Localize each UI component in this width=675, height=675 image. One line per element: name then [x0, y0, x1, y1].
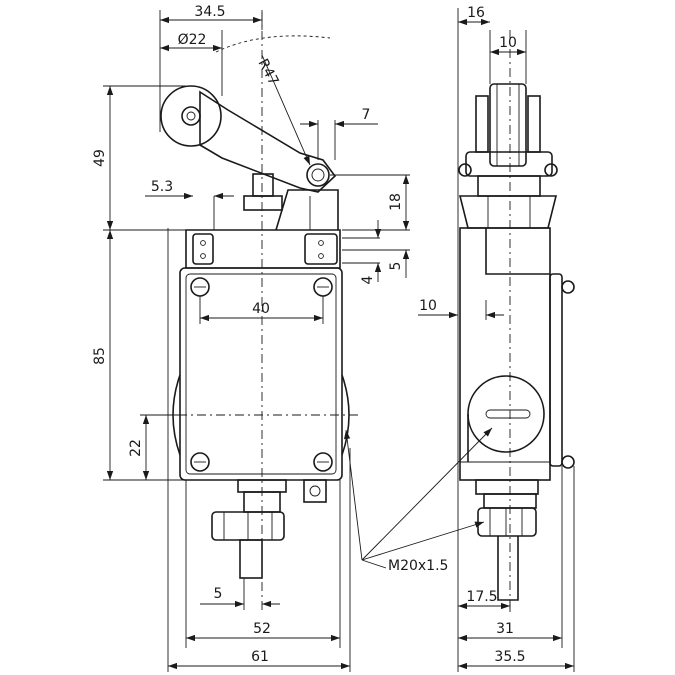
side-lever-base: [477, 175, 541, 197]
dim-61: 61: [251, 649, 269, 665]
roller-pin: [186, 111, 196, 121]
side-body: [459, 227, 551, 481]
dim-7: 7: [362, 107, 371, 123]
dim-34-5: 34.5: [194, 4, 225, 20]
dim-5-bottom: 5: [214, 586, 223, 602]
corner-screws: [190, 277, 333, 472]
dim-22: 22: [128, 439, 144, 457]
head-slot-right: [304, 233, 338, 265]
side-gland-body: [477, 507, 537, 537]
screw: [313, 452, 333, 472]
side-roller: [489, 83, 527, 167]
thread-label: M20x1.5: [388, 558, 448, 574]
dim-17-5: 17.5: [466, 589, 497, 605]
thread-callout: M20x1.5: [343, 427, 493, 574]
side-view: [458, 30, 575, 612]
dim-85: 85: [92, 347, 108, 365]
ground-terminal: [303, 479, 327, 503]
roller-outer: [160, 85, 222, 147]
dim-5: 5: [388, 262, 404, 271]
side-cap-right: [341, 374, 350, 456]
dim-5-3: 5.3: [151, 179, 173, 195]
side-fork-right: [527, 95, 541, 153]
r47-arc: [215, 35, 331, 53]
dim-r47: R47: [254, 56, 281, 88]
head-slot-left: [192, 233, 214, 265]
slot-dot: [318, 240, 324, 246]
cable-gland-front: [211, 479, 287, 579]
front-dimensions: 34.5 Ø22 R47 7 49 5.3 18 5 4 40: [92, 4, 410, 672]
dim-31: 31: [496, 621, 514, 637]
dim-52: 52: [253, 621, 271, 637]
roller-hub: [181, 106, 201, 126]
cable: [239, 539, 263, 579]
cap-slot: [485, 409, 531, 419]
dim-18: 18: [388, 193, 404, 211]
dim-16: 16: [467, 5, 485, 21]
dim-49: 49: [92, 149, 108, 167]
side-head-top: [458, 195, 558, 229]
dim-10-mid: 10: [419, 298, 437, 314]
front-view: [140, 12, 360, 612]
side-cable: [497, 536, 519, 601]
side-gland-collar: [475, 479, 539, 495]
side-body-step: [485, 228, 550, 275]
side-lever-hub: [465, 151, 553, 177]
dim-4: 4: [360, 275, 376, 284]
lever-arm: [199, 90, 337, 193]
lever-bracket: [275, 189, 339, 231]
switch-cover: [185, 273, 337, 475]
slot-dot: [200, 253, 206, 259]
plunger-guide: [243, 195, 283, 211]
switch-head: [185, 229, 341, 269]
slot-dot: [200, 240, 206, 246]
lever-pivot-inner: [311, 168, 325, 182]
screw: [190, 452, 210, 472]
dim-dia-22: Ø22: [178, 32, 207, 48]
dim-10-top: 10: [499, 35, 517, 51]
slot-dot: [318, 253, 324, 259]
dim-40: 40: [252, 301, 270, 317]
roller: [160, 85, 222, 147]
cable-gland-side: [475, 479, 539, 601]
dim-35-5: 35.5: [494, 649, 525, 665]
side-cover-plate: [549, 273, 563, 467]
lever-pivot: [306, 163, 330, 187]
side-fork-left: [475, 95, 489, 153]
side-dimensions: 16 10 10 17.5 31 35.5: [418, 5, 575, 672]
switch-body: [179, 267, 343, 481]
